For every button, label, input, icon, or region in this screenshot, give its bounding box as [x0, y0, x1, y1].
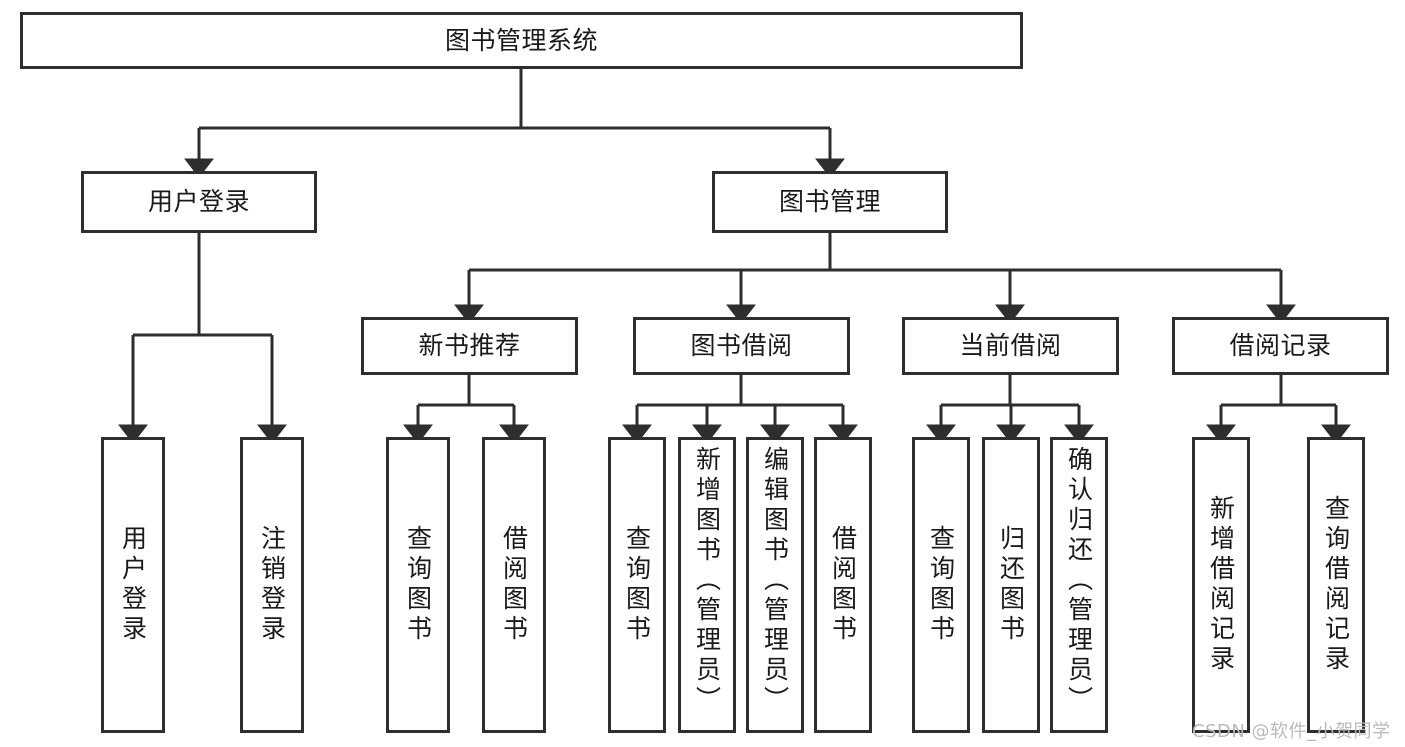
node-leaf-borrow-book-2-label: 借阅图书	[828, 525, 858, 645]
node-leaf-confirm-return[interactable]: 确认归还（管理员）	[1050, 437, 1108, 733]
node-leaf-user-login-label: 用户登录	[118, 525, 148, 645]
node-leaf-return-book-label: 归还图书	[996, 525, 1026, 645]
node-leaf-query-book-1-label: 查询图书	[403, 525, 433, 645]
node-leaf-query-record-label: 查询借阅记录	[1321, 495, 1351, 675]
node-leaf-query-book-1[interactable]: 查询图书	[386, 437, 450, 733]
node-leaf-return-book[interactable]: 归还图书	[982, 437, 1040, 733]
node-leaf-edit-book-label: 编辑图书（管理员）	[760, 446, 790, 716]
node-leaf-user-login[interactable]: 用户登录	[101, 437, 165, 733]
node-leaf-query-book-2[interactable]: 查询图书	[608, 437, 666, 733]
node-user-login[interactable]: 用户登录	[81, 171, 317, 233]
node-leaf-query-record[interactable]: 查询借阅记录	[1307, 437, 1365, 733]
node-book-borrow[interactable]: 图书借阅	[633, 317, 850, 375]
csdn-watermark: CSDN @软件_小贺同学	[1192, 721, 1391, 742]
node-borrow-record-label: 借阅记录	[1229, 331, 1332, 360]
node-book-borrow-label: 图书借阅	[690, 331, 793, 360]
node-new-book-rec[interactable]: 新书推荐	[361, 317, 578, 375]
node-leaf-query-book-3[interactable]: 查询图书	[912, 437, 970, 733]
node-book-manage-label: 图书管理	[778, 187, 881, 216]
node-book-manage[interactable]: 图书管理	[712, 171, 948, 233]
node-root[interactable]: 图书管理系统	[20, 12, 1023, 69]
node-leaf-borrow-book-1-label: 借阅图书	[499, 525, 529, 645]
node-root-label: 图书管理系统	[444, 25, 598, 55]
node-current-borrow-label: 当前借阅	[959, 331, 1062, 360]
node-leaf-add-book[interactable]: 新增图书（管理员）	[678, 437, 736, 733]
node-borrow-record[interactable]: 借阅记录	[1172, 317, 1389, 375]
node-leaf-confirm-return-label: 确认归还（管理员）	[1064, 446, 1094, 716]
node-user-login-label: 用户登录	[147, 187, 250, 216]
node-current-borrow[interactable]: 当前借阅	[902, 317, 1119, 375]
node-leaf-logout[interactable]: 注销登录	[240, 437, 304, 733]
node-leaf-query-book-3-label: 查询图书	[926, 525, 956, 645]
node-new-book-rec-label: 新书推荐	[418, 331, 521, 360]
node-leaf-logout-label: 注销登录	[257, 525, 287, 645]
node-leaf-borrow-book-1[interactable]: 借阅图书	[482, 437, 546, 733]
node-leaf-add-record[interactable]: 新增借阅记录	[1192, 437, 1250, 733]
node-leaf-borrow-book-2[interactable]: 借阅图书	[814, 437, 872, 733]
node-leaf-add-book-label: 新增图书（管理员）	[692, 446, 722, 716]
node-leaf-add-record-label: 新增借阅记录	[1206, 495, 1236, 675]
node-leaf-query-book-2-label: 查询图书	[622, 525, 652, 645]
node-leaf-edit-book[interactable]: 编辑图书（管理员）	[746, 437, 804, 733]
